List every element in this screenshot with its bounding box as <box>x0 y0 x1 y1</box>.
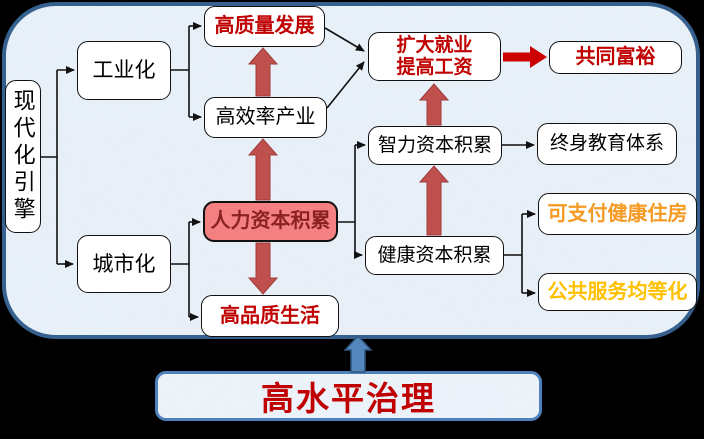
node-affordable-healthy-housing: 可支付健康住房 <box>538 193 697 235</box>
node-expand-employment: 扩大就业 提高工资 <box>368 32 501 81</box>
node-industrialization: 工业化 <box>77 41 171 100</box>
node-high-quality-life: 高品质生活 <box>201 295 339 337</box>
node-health-capital-accumulation: 健康资本积累 <box>365 236 504 275</box>
node-common-prosperity: 共同富裕 <box>549 41 682 74</box>
employment-line1: 扩大就业 <box>396 34 473 56</box>
node-intellectual-capital-accumulation: 智力资本积累 <box>368 126 502 165</box>
node-high-level-governance: 高水平治理 <box>155 371 542 421</box>
employment-line2: 提高工资 <box>396 56 473 78</box>
node-high-quality-development: 高质量发展 <box>204 6 325 47</box>
blue-arrow-governance-up <box>343 334 373 373</box>
governance-label: 高水平治理 <box>261 379 436 418</box>
node-public-service-equalization: 公共服务均等化 <box>538 273 697 311</box>
node-lifelong-education-system: 终身教育体系 <box>537 123 677 165</box>
node-urbanization: 城市化 <box>77 235 171 293</box>
node-human-capital-accumulation: 人力资本积累 <box>203 201 338 242</box>
node-high-efficiency-industry: 高效率产业 <box>204 97 327 138</box>
node-modernization-engine: 现代化引擎 <box>5 80 41 233</box>
